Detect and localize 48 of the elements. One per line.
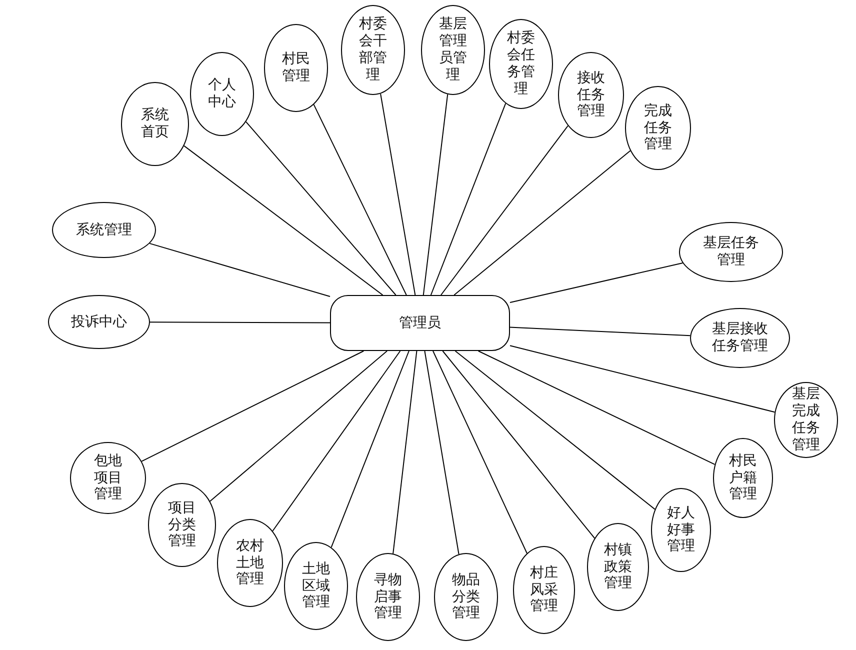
connector-line xyxy=(510,345,776,413)
node-label: 基层接收任务管理 xyxy=(712,321,768,355)
node-label: 基层管理员管理 xyxy=(439,16,467,84)
node-label: 好人好事管理 xyxy=(667,504,695,556)
node-label: 系统管理 xyxy=(74,222,133,238)
node-label: 土地区域管理 xyxy=(302,560,330,612)
connector-line xyxy=(246,121,396,296)
connector-line xyxy=(380,93,416,296)
connector-line xyxy=(478,350,716,465)
connector-line xyxy=(422,94,448,296)
connector-line xyxy=(313,104,407,296)
node-label: 物品分类管理 xyxy=(452,572,480,622)
node-label: 管理员 xyxy=(398,314,442,332)
connector-line xyxy=(184,145,384,296)
connector-line xyxy=(454,350,656,510)
node-label: 村民户籍管理 xyxy=(729,452,757,504)
connector-line xyxy=(210,350,388,502)
node-label: 系统首页 xyxy=(141,107,169,141)
node-label: 村庄风采管理 xyxy=(530,564,558,616)
connector-line xyxy=(424,350,460,555)
connector-line xyxy=(149,242,330,298)
connector-line xyxy=(150,322,330,324)
node-label: 村委会任务管理 xyxy=(507,30,535,98)
node-label: 基层完成任务管理 xyxy=(792,386,820,454)
connector-line xyxy=(510,262,684,303)
node-label: 村委会干部管理 xyxy=(359,16,387,84)
node-label: 包地项目管理 xyxy=(94,452,122,504)
connector-line xyxy=(272,350,401,532)
node-label: 村民管理 xyxy=(282,51,310,85)
node-label: 项目分类管理 xyxy=(168,500,196,550)
connector-line xyxy=(454,150,631,296)
connector-line xyxy=(430,102,506,296)
node-label: 投诉中心 xyxy=(70,314,128,330)
connector-line xyxy=(432,350,528,554)
connector-line xyxy=(440,125,568,296)
connector-line xyxy=(442,350,596,539)
node-label: 完成任务管理 xyxy=(644,102,672,154)
connector-line xyxy=(141,350,364,462)
connector-line xyxy=(392,350,418,554)
connector-line xyxy=(330,350,410,548)
node-label: 基层任务管理 xyxy=(703,235,759,269)
node-label: 农村土地管理 xyxy=(236,538,264,588)
node-label: 接收任务管理 xyxy=(577,70,605,120)
role-box xyxy=(330,295,510,351)
node-label: 村镇政策管理 xyxy=(604,542,632,592)
node-label: 寻物启事管理 xyxy=(374,572,402,622)
connector-line xyxy=(510,326,691,336)
node-label: 个人中心 xyxy=(208,77,236,111)
